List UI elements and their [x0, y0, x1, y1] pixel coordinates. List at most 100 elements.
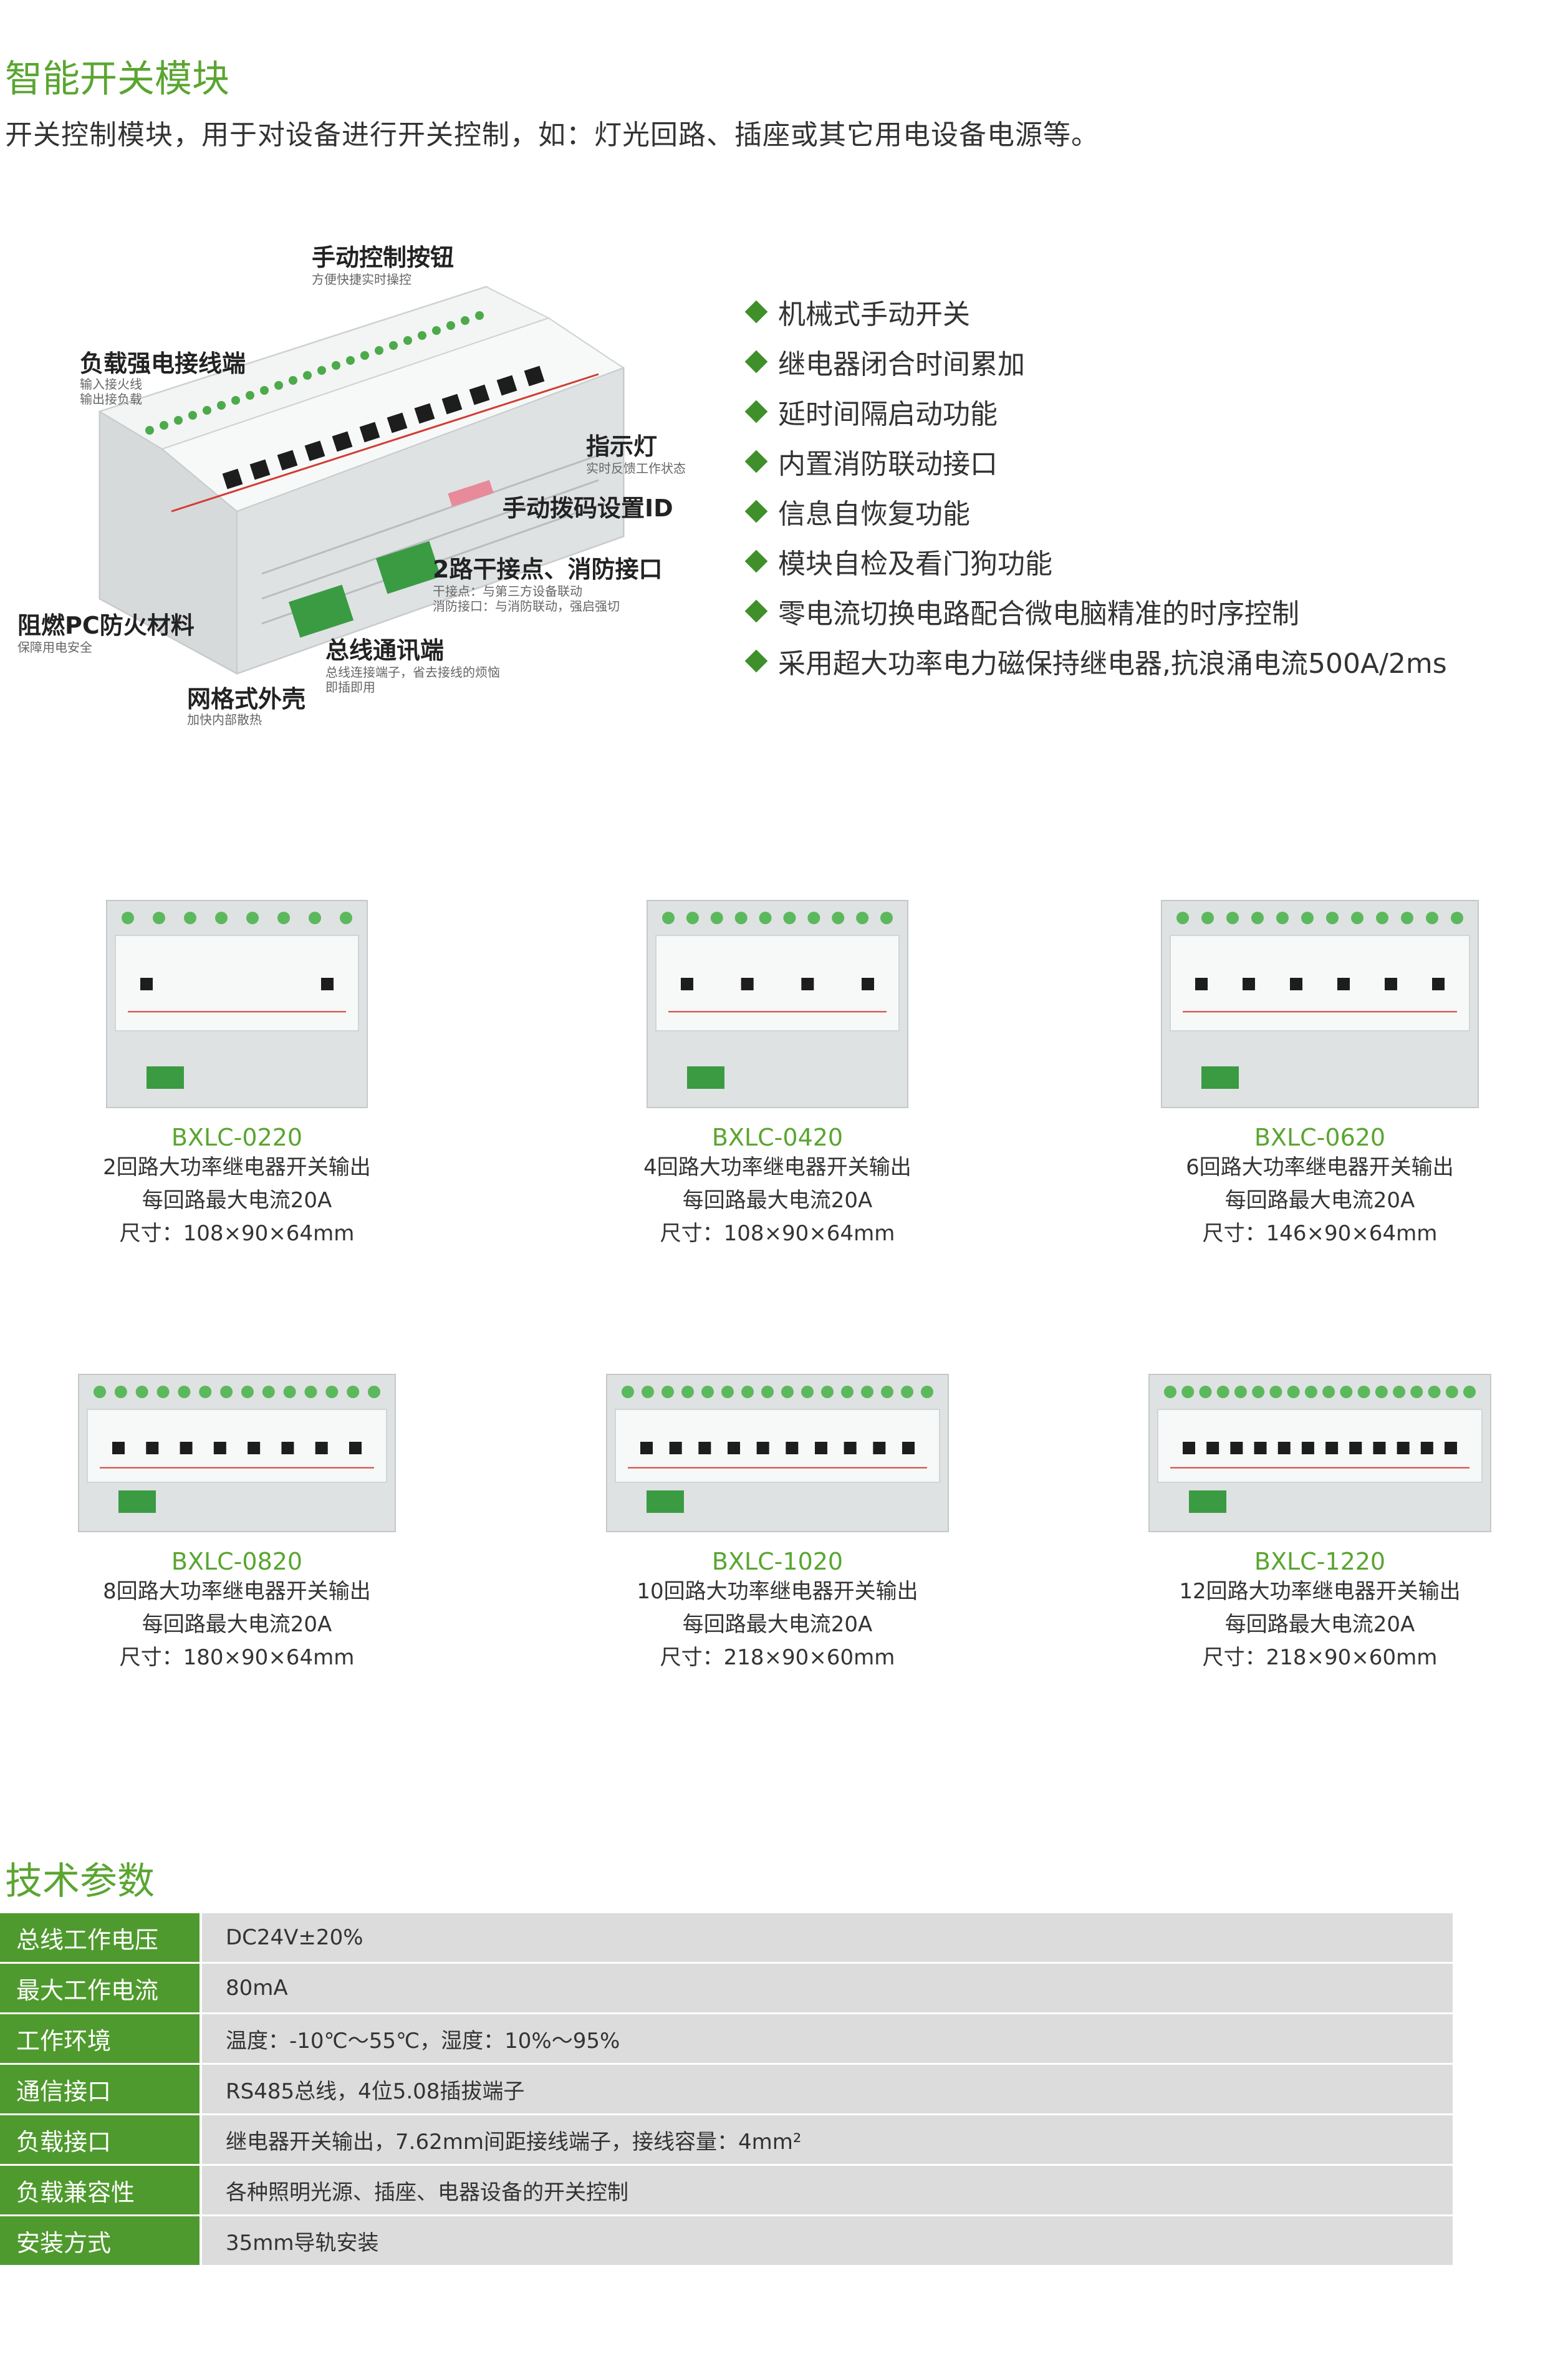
terminal-dot	[94, 1386, 106, 1398]
product-image	[78, 1374, 396, 1532]
terminal-dot	[1322, 1386, 1335, 1398]
feature-item: 继电器闭合时间累加	[744, 337, 1447, 387]
device-illustration	[98, 286, 625, 675]
feature-text: 信息自恢复功能	[778, 498, 970, 530]
hero-relay-button	[359, 422, 380, 443]
terminal-dot	[1401, 912, 1413, 924]
product-desc: 10回路大功率继电器开关输出	[637, 1579, 918, 1604]
hero-terminal-dot	[418, 331, 426, 340]
terminal-dot	[1199, 1386, 1212, 1398]
diamond-bullet-icon	[744, 400, 768, 423]
relay-button	[1254, 1442, 1267, 1454]
hero-terminal-dot	[188, 411, 197, 420]
callout-manual-button-sub: 方便快捷实时操控	[312, 272, 411, 287]
spec-value: 继电器开关输出，7.62mm间距接线端子，接线容量：4mm²	[200, 2114, 1453, 2166]
diamond-bullet-icon	[744, 350, 768, 374]
spec-row: 负载兼容性各种照明光源、插座、电器设备的开关控制	[0, 2165, 1453, 2216]
bus-connector	[687, 1066, 724, 1089]
product-current: 每回路最大电流20A	[1224, 1188, 1415, 1213]
relay-button	[1230, 1442, 1243, 1454]
hero-terminal-dot	[289, 376, 297, 385]
relay-button	[862, 978, 874, 990]
terminal-dot	[156, 1386, 170, 1398]
terminal-dot	[856, 912, 869, 924]
module-face	[87, 1409, 387, 1483]
relay-button	[741, 978, 754, 990]
relay-button	[1183, 1442, 1195, 1454]
terminal-dot	[1304, 1386, 1317, 1398]
terminal-dot	[1351, 912, 1364, 924]
hero-terminal-dot	[317, 366, 326, 375]
diamond-bullet-icon	[744, 599, 768, 623]
callout-load-terminal: 负载强电接线端	[80, 350, 246, 377]
product-image	[1161, 900, 1479, 1108]
terminal-dot	[1176, 912, 1189, 924]
bus-connector	[118, 1490, 156, 1513]
terminal-dot	[881, 1386, 893, 1398]
feature-text: 内置消防联动接口	[778, 448, 998, 480]
diamond-bullet-icon	[744, 549, 768, 573]
hero-terminal-dot	[246, 391, 254, 400]
relay-button	[756, 1442, 769, 1454]
terminal-dot	[283, 1386, 296, 1398]
diamond-bullet-icon	[744, 450, 768, 473]
hero-terminal-dot	[332, 361, 340, 370]
terminal-dot	[220, 1386, 233, 1398]
product-size: 尺寸：146×90×64mm	[1202, 1221, 1438, 1246]
callout-dip-switch: 手动拨码设置ID	[503, 495, 673, 522]
hero-relay-button	[222, 468, 243, 490]
product-desc: 6回路大功率继电器开关输出	[1186, 1155, 1454, 1180]
product-size: 尺寸：180×90×64mm	[119, 1645, 355, 1670]
spec-value: 温度：-10℃～55℃，湿度：10%～95%	[200, 2013, 1453, 2065]
feature-text: 机械式手动开关	[778, 299, 970, 331]
product-size: 尺寸：218×90×60mm	[660, 1645, 895, 1670]
relay-button	[902, 1442, 915, 1454]
product-model: BXLC-0220	[171, 1124, 303, 1151]
terminal-dot	[807, 912, 820, 924]
terminal-dot	[184, 912, 196, 924]
relay-button	[681, 978, 693, 990]
hero-section: 手动控制按钮 方便快捷实时操控 负载强电接线端 输入接火线 输出接负载 指示灯 …	[0, 224, 698, 736]
relay-button	[873, 1442, 886, 1454]
product-size: 尺寸：108×90×64mm	[119, 1221, 355, 1246]
module-face	[1157, 1409, 1483, 1483]
terminal-dot	[1326, 912, 1339, 924]
hero-terminal-dot	[231, 396, 240, 405]
relay-button	[669, 1442, 682, 1454]
relay-button	[349, 1442, 362, 1454]
terminal-dot	[880, 912, 893, 924]
module-face	[615, 1409, 940, 1483]
relay-button	[844, 1442, 857, 1454]
relay-button	[728, 1442, 740, 1454]
terminal-dot	[1463, 1386, 1476, 1398]
terminal-dot	[277, 912, 290, 924]
diamond-bullet-icon	[744, 649, 768, 673]
terminal-dot	[1301, 912, 1314, 924]
hero-relay-button	[469, 384, 490, 405]
relay-button	[1373, 1442, 1386, 1454]
callout-dry-contact-sub: 干接点：与第三方设备联动	[433, 584, 582, 599]
relay-button	[146, 1442, 159, 1454]
terminal-dot	[262, 1386, 275, 1398]
product-model: BXLC-1220	[1254, 1548, 1386, 1575]
spec-value: RS485总线，4位5.08插拔端子	[200, 2064, 1453, 2115]
terminal-dot	[681, 1386, 694, 1398]
product-desc: 4回路大功率继电器开关输出	[643, 1155, 911, 1180]
relay-button	[213, 1442, 226, 1454]
spec-row: 工作环境温度：-10℃～55℃，湿度：10%～95%	[0, 2013, 1453, 2065]
product-image	[106, 900, 368, 1108]
feature-item: 延时间隔启动功能	[744, 387, 1447, 437]
hero-terminal-dot	[260, 386, 269, 395]
hero-terminal-dot	[461, 316, 469, 325]
hero-terminal-dot	[360, 351, 369, 360]
terminal-dot	[1428, 1386, 1441, 1398]
terminal-dot	[1357, 1386, 1370, 1398]
callout-bus-terminal-sub: 总线连接端子，省去接线的烦恼	[325, 665, 500, 680]
product-desc: 12回路大功率继电器开关输出	[1179, 1579, 1461, 1604]
feature-item: 零电流切换电路配合微电脑精准的时序控制	[744, 586, 1447, 636]
terminal-dot	[309, 912, 321, 924]
spec-key: 工作环境	[0, 2013, 201, 2065]
relay-button	[801, 978, 814, 990]
